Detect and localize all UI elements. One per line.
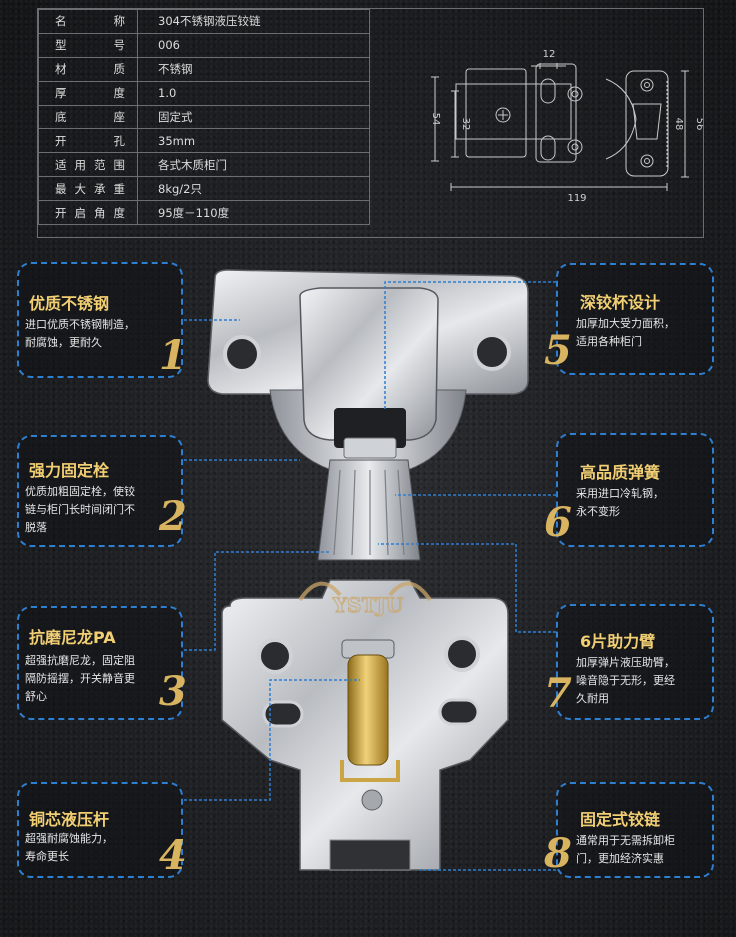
- spec-value: 不锈钢: [137, 56, 370, 82]
- spec-value: 1.0: [137, 80, 370, 106]
- feature-description-line: 采用进口冷轧钢，: [576, 487, 664, 500]
- spec-label: 型号: [38, 32, 138, 58]
- feature-number: 8: [544, 830, 572, 877]
- cup-screw-hole-right: [473, 333, 511, 371]
- feature-description-line: 加厚弹片液压助臂，: [576, 656, 675, 669]
- spec-value: 95度－110度: [137, 200, 370, 226]
- feature-title: 高品质弹簧: [580, 463, 661, 482]
- svg-text:YSTJU: YSTJU: [332, 593, 404, 617]
- brass-hydraulic-cylinder: [347, 654, 389, 766]
- feature-description-line: 链与柜门长时间闭门不: [25, 503, 135, 516]
- feature-description-line: 久耐用: [576, 692, 609, 705]
- feature-title: 优质不锈钢: [29, 294, 110, 313]
- feature-description-line: 噪音隐于无形，更经: [576, 674, 675, 687]
- feature-number: 7: [544, 670, 572, 717]
- diagram-cup: [625, 70, 669, 177]
- feature-number: 1: [159, 332, 187, 379]
- feature-callout-3: 抗磨尼龙PA 超强抗磨尼龙，固定阻隔防摇摆，开关静音更舒心 3: [17, 606, 187, 720]
- feature-description: 进口优质不锈钢制造， 耐腐蚀，更耐久: [25, 316, 135, 352]
- spec-row: 底座固定式: [38, 104, 370, 130]
- feature-description-line: 耐腐蚀，更耐久: [25, 336, 102, 349]
- feature-description: 加厚弹片液压助臂， 噪音隐于无形，更经久耐用: [576, 654, 675, 708]
- feature-callout-7: 6片助力臂加厚弹片液压助臂， 噪音隐于无形，更经久耐用 7: [544, 604, 714, 720]
- feature-description-line: 寿命更长: [25, 850, 69, 863]
- feature-description-line: 超强耐腐蚀能力，: [25, 832, 113, 845]
- feature-description-line: 门，更加经济实惠: [576, 852, 664, 865]
- feature-description: 超强耐腐蚀能力， 寿命更长: [25, 830, 113, 866]
- spec-value: 006: [137, 32, 370, 58]
- dim-54: 54: [430, 113, 441, 126]
- feature-description-line: 脱落: [25, 521, 47, 534]
- spec-row: 材质不锈钢: [38, 56, 370, 82]
- cup-screw-hole-left: [223, 335, 261, 373]
- feature-description-line: 舒心: [25, 690, 47, 703]
- feature-description-line: 进口优质不锈钢制造，: [25, 318, 135, 331]
- feature-callout-5: 深铰杯设计加厚加大受力面积， 适用各种柜门 5: [544, 263, 714, 375]
- dimension-diagram: 12 54 32 48 56 119: [430, 49, 703, 204]
- diagram-base-plate: [455, 83, 572, 140]
- feature-number: 6: [544, 499, 572, 546]
- spec-label: 最大承重: [38, 176, 138, 202]
- feature-callout-4: 铜芯液压杆超强耐腐蚀能力， 寿命更长 4: [17, 782, 187, 879]
- feature-title: 6片助力臂: [580, 632, 656, 651]
- feature-description: 采用进口冷轧钢， 永不变形: [576, 485, 664, 521]
- feature-description-line: 通常用于无需拆卸柜: [576, 834, 675, 847]
- feature-number: 4: [159, 832, 187, 879]
- feature-title: 固定式铰链: [580, 810, 661, 829]
- dim-12: 12: [543, 49, 556, 60]
- base-screw-hole-left: [257, 638, 293, 674]
- feature-title: 抗磨尼龙PA: [29, 628, 116, 647]
- dim-32: 32: [460, 118, 471, 131]
- dim-119: 119: [567, 193, 586, 204]
- spec-value: 各式木质柜门: [137, 152, 370, 178]
- feature-callout-2: 强力固定栓优质加粗固定栓，使铰链与柜门长时间闭门不脱落 2: [17, 435, 187, 547]
- feature-description-line: 隔防摇摆，开关静音更: [25, 672, 135, 685]
- dim-48: 48: [673, 118, 684, 131]
- spec-value: 304不锈钢液压铰链: [137, 9, 370, 34]
- base-slot-left: [262, 700, 304, 728]
- base-slot-right: [438, 698, 480, 726]
- feature-number: 3: [159, 668, 187, 715]
- feature-description: 通常用于无需拆卸柜门，更加经济实惠: [576, 832, 675, 868]
- feature-description-line: 加厚加大受力面积，: [576, 317, 675, 330]
- feature-callout-1: 优质不锈钢进口优质不锈钢制造， 耐腐蚀，更耐久 1: [17, 262, 187, 379]
- feature-description: 加厚加大受力面积， 适用各种柜门: [576, 315, 675, 351]
- feature-title: 铜芯液压杆: [29, 810, 110, 829]
- feature-number: 2: [159, 493, 187, 540]
- feature-description-line: 永不变形: [576, 505, 620, 518]
- feature-description-line: 适用各种柜门: [576, 335, 642, 348]
- dim-56: 56: [694, 118, 703, 131]
- feature-number: 5: [544, 327, 572, 374]
- feature-title: 深铰杯设计: [580, 293, 661, 312]
- diagram-mount-plate: [465, 68, 527, 158]
- spec-label: 开启角度: [38, 200, 138, 226]
- spec-value: 8kg/2只: [137, 176, 370, 202]
- spec-row: 适用范围各式木质柜门: [38, 152, 370, 178]
- feature-description-line: 优质加粗固定栓，使铰: [25, 485, 135, 498]
- feature-description: 优质加粗固定栓，使铰链与柜门长时间闭门不脱落: [25, 483, 135, 537]
- feature-description-line: 超强抗磨尼龙，固定阻: [25, 654, 135, 667]
- spec-value: 35mm: [137, 128, 370, 154]
- hinge-spring-arm: [317, 459, 421, 561]
- spec-label: 开孔: [38, 128, 138, 154]
- feature-callout-6: 高品质弹簧采用进口冷轧钢， 永不变形 6: [544, 433, 714, 547]
- spec-label: 名称: [38, 9, 138, 34]
- feature-description: 超强抗磨尼龙，固定阻隔防摇摆，开关静音更舒心: [25, 652, 135, 706]
- base-screw-hole-right: [444, 636, 480, 672]
- spec-label: 适用范围: [38, 152, 138, 178]
- feature-title: 强力固定栓: [29, 461, 110, 480]
- spec-label: 底座: [38, 104, 138, 130]
